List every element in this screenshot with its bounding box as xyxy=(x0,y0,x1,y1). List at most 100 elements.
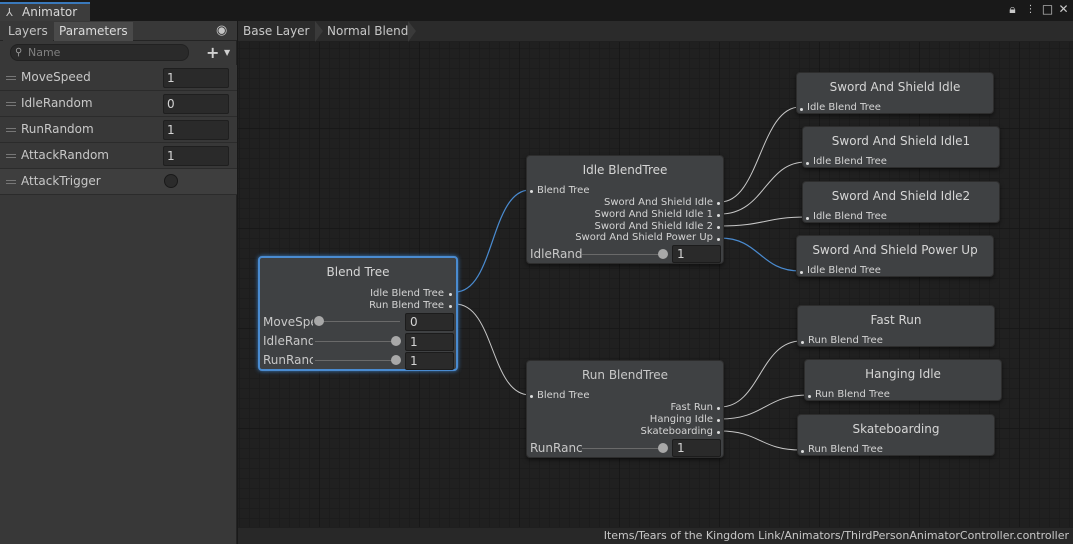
output-port[interactable] xyxy=(717,202,720,205)
chevron-down-icon[interactable]: ▼ xyxy=(224,48,231,57)
input-blend-tree[interactable]: Blend Tree xyxy=(537,390,590,401)
param-slider-knob[interactable] xyxy=(391,355,401,365)
param-slider-track[interactable] xyxy=(582,448,667,449)
param-value-field[interactable]: 0 xyxy=(405,313,454,331)
node-title: Sword And Shield Power Up xyxy=(812,243,978,257)
input-label[interactable]: Idle Blend Tree xyxy=(807,265,881,276)
output-hanging-idle[interactable]: Hanging Idle xyxy=(649,414,713,425)
parameter-name: MoveSpeed xyxy=(21,70,91,84)
input-label[interactable]: Run Blend Tree xyxy=(808,335,883,346)
param-label: RunRanc xyxy=(530,441,582,455)
input-port[interactable] xyxy=(806,162,809,165)
drag-handle-icon[interactable] xyxy=(6,128,16,132)
input-label[interactable]: Run Blend Tree xyxy=(815,389,890,400)
parameters-panel: Layers Parameters ◉ ⚲ Name + ▼ MoveSpeed… xyxy=(0,21,237,544)
search-input[interactable]: ⚲ Name xyxy=(10,44,189,61)
param-label: RunRanc xyxy=(263,353,313,367)
output-port[interactable] xyxy=(717,238,720,241)
param-slider-knob[interactable] xyxy=(314,316,324,326)
param-value-field[interactable]: 1 xyxy=(405,333,454,351)
input-label[interactable]: Run Blend Tree xyxy=(808,444,883,455)
output-fast-run[interactable]: Fast Run xyxy=(670,402,713,413)
node-run-blend-tree[interactable]: Run BlendTree Blend Tree Fast Run Hangin… xyxy=(526,360,724,458)
node-fast-run[interactable]: Fast Run Run Blend Tree xyxy=(797,305,995,347)
param-slider-track[interactable] xyxy=(315,321,400,322)
drag-handle-icon[interactable] xyxy=(6,154,16,158)
parameter-value-field[interactable]: 0 xyxy=(163,94,229,114)
input-label[interactable]: Idle Blend Tree xyxy=(807,102,881,113)
param-slider-track[interactable] xyxy=(315,360,400,361)
parameter-row-runrandom[interactable]: RunRandom 1 xyxy=(0,117,237,143)
tab-parameters[interactable]: Parameters xyxy=(54,22,133,41)
output-port[interactable] xyxy=(717,431,720,434)
input-blend-tree[interactable]: Blend Tree xyxy=(537,185,590,196)
parameter-value-field[interactable]: 1 xyxy=(163,146,229,166)
node-sword-shield-power-up[interactable]: Sword And Shield Power Up Idle Blend Tre… xyxy=(796,235,994,277)
node-sword-shield-idle1[interactable]: Sword And Shield Idle1 Idle Blend Tree xyxy=(802,126,1000,168)
tab-layers[interactable]: Layers xyxy=(3,22,53,41)
input-port[interactable] xyxy=(801,450,804,453)
parameter-value-field[interactable]: 1 xyxy=(163,68,229,88)
node-sword-shield-idle2[interactable]: Sword And Shield Idle2 Idle Blend Tree xyxy=(802,181,1000,223)
output-idle-blend-tree[interactable]: Idle Blend Tree xyxy=(370,288,444,299)
node-title: Run BlendTree xyxy=(582,368,668,382)
param-slider-knob[interactable] xyxy=(658,249,668,259)
input-label[interactable]: Idle Blend Tree xyxy=(813,156,887,167)
breadcrumb-separator xyxy=(315,21,323,42)
input-port[interactable] xyxy=(800,271,803,274)
param-slider-track[interactable] xyxy=(315,341,400,342)
node-sword-shield-idle[interactable]: Sword And Shield Idle Idle Blend Tree xyxy=(796,72,994,114)
graph-canvas[interactable] xyxy=(238,42,1073,527)
node-blend-tree[interactable]: Blend Tree Idle Blend Tree Run Blend Tre… xyxy=(258,256,458,371)
param-slider-knob[interactable] xyxy=(658,443,668,453)
drag-handle-icon[interactable] xyxy=(6,76,16,80)
output-sword-shield-idle-1[interactable]: Sword And Shield Idle 1 xyxy=(594,209,713,220)
drag-handle-icon[interactable] xyxy=(6,180,16,184)
input-port[interactable] xyxy=(530,190,533,193)
output-sword-shield-idle-2[interactable]: Sword And Shield Idle 2 xyxy=(594,221,713,232)
window-tab-animator[interactable]: ⅄ Animator xyxy=(0,2,90,21)
eye-icon[interactable]: ◉ xyxy=(216,23,228,38)
node-skateboarding[interactable]: Skateboarding Run Blend Tree xyxy=(797,414,995,456)
breadcrumb: Base Layer Normal Blend xyxy=(238,21,1073,42)
menu-icon[interactable]: ⋮ xyxy=(1025,4,1036,15)
input-port[interactable] xyxy=(800,108,803,111)
param-slider-knob[interactable] xyxy=(391,336,401,346)
param-value-field[interactable]: 1 xyxy=(672,439,721,457)
breadcrumb-base-layer[interactable]: Base Layer xyxy=(243,24,310,38)
lock-icon[interactable]: 🔒︎ xyxy=(1009,2,1016,16)
output-run-blend-tree[interactable]: Run Blend Tree xyxy=(369,300,444,311)
close-icon[interactable]: ✕ xyxy=(1058,2,1069,16)
input-port[interactable] xyxy=(530,395,533,398)
output-port[interactable] xyxy=(717,407,720,410)
parameter-value-field[interactable]: 1 xyxy=(163,120,229,140)
output-sword-shield-power-up[interactable]: Sword And Shield Power Up xyxy=(575,232,713,243)
parameter-row-attacktrigger[interactable]: AttackTrigger xyxy=(0,169,237,195)
input-port[interactable] xyxy=(801,341,804,344)
parameter-row-idlerandom[interactable]: IdleRandom 0 xyxy=(0,91,237,117)
input-port[interactable] xyxy=(806,217,809,220)
node-hanging-idle[interactable]: Hanging Idle Run Blend Tree xyxy=(804,359,1002,401)
param-label: IdleRand xyxy=(530,247,582,261)
param-value-field[interactable]: 1 xyxy=(405,352,454,370)
node-idle-blend-tree[interactable]: Idle BlendTree Blend Tree Sword And Shie… xyxy=(526,155,724,264)
output-port[interactable] xyxy=(449,293,452,296)
param-value-field[interactable]: 1 xyxy=(672,245,721,263)
output-port[interactable] xyxy=(449,305,452,308)
parameter-row-attackrandom[interactable]: AttackRandom 1 xyxy=(0,143,237,169)
output-sword-shield-idle[interactable]: Sword And Shield Idle xyxy=(604,197,713,208)
trigger-toggle[interactable] xyxy=(164,174,178,188)
add-parameter-button[interactable]: + xyxy=(206,43,220,62)
output-skateboarding[interactable]: Skateboarding xyxy=(640,426,713,437)
input-port[interactable] xyxy=(808,395,811,398)
maximize-icon[interactable]: □ xyxy=(1041,2,1054,16)
breadcrumb-normal-blend[interactable]: Normal Blend xyxy=(327,24,409,38)
drag-handle-icon[interactable] xyxy=(6,102,16,106)
output-port[interactable] xyxy=(717,226,720,229)
output-port[interactable] xyxy=(717,214,720,217)
param-slider-track[interactable] xyxy=(582,254,667,255)
parameter-row-movespeed[interactable]: MoveSpeed 1 xyxy=(0,65,237,91)
output-port[interactable] xyxy=(717,419,720,422)
input-label[interactable]: Idle Blend Tree xyxy=(813,211,887,222)
window-titlebar xyxy=(0,0,1073,21)
